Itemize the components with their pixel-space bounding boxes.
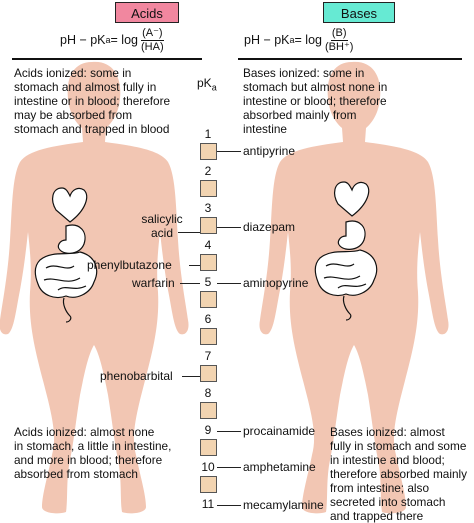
left-heart bbox=[52, 187, 88, 223]
bases-divider bbox=[238, 58, 462, 60]
acids-header: Acids bbox=[115, 2, 179, 23]
pka-tick-4: 4 bbox=[204, 238, 212, 252]
pka-tick-8: 8 bbox=[204, 386, 212, 400]
salicylic-acid-leader bbox=[178, 232, 200, 233]
acids-formula-fraction: (A⁻) (HA) bbox=[141, 27, 164, 54]
pka-box-5.5 bbox=[200, 291, 217, 308]
left-organs bbox=[34, 187, 98, 323]
amphetamine-leader bbox=[217, 467, 241, 468]
pka-tick-6: 6 bbox=[204, 312, 212, 326]
right-stomach bbox=[337, 220, 366, 250]
pka-box-10.5 bbox=[200, 476, 217, 493]
pka-tick-1: 1 bbox=[204, 127, 212, 141]
acids-formula-eq: = log bbox=[110, 33, 138, 47]
bases-formula-eq: = log bbox=[294, 33, 322, 47]
pka-tick-9: 9 bbox=[204, 423, 212, 437]
bases-formula-numerator: (B) bbox=[330, 26, 348, 41]
phenylbutazone-leader bbox=[189, 265, 200, 266]
drug-procainamide: procainamide bbox=[243, 424, 316, 438]
pka-box-6.5 bbox=[200, 328, 217, 345]
acids-formula-denominator: (HA) bbox=[141, 40, 164, 53]
acids-formula-numerator: (A⁻) bbox=[141, 26, 164, 41]
antipyrine-leader bbox=[217, 151, 241, 152]
pka-box-8.5 bbox=[200, 402, 217, 419]
pka-box-1.5 bbox=[200, 143, 217, 160]
bases-formula-sub: a bbox=[289, 35, 295, 45]
pka-tick-3: 3 bbox=[204, 201, 212, 215]
right-heart bbox=[334, 181, 370, 217]
drug-mecamylamine: mecamylamine bbox=[243, 498, 324, 512]
acids-formula-sub: a bbox=[105, 35, 111, 45]
procainamide-leader bbox=[217, 431, 241, 432]
pka-tick-7: 7 bbox=[204, 349, 212, 363]
warfarin-leader bbox=[180, 283, 200, 284]
mecamylamine-leader bbox=[217, 505, 241, 506]
bases-formula-prefix: pH − pK bbox=[244, 33, 290, 47]
pka-box-9.5 bbox=[200, 439, 217, 456]
phenobarbital-leader bbox=[182, 376, 200, 377]
pka-tick-10: 10 bbox=[201, 460, 215, 474]
pka-box-2.5 bbox=[200, 180, 217, 197]
pka-box-3.5 bbox=[200, 217, 217, 234]
pka-box-7.5 bbox=[200, 365, 217, 382]
bases-formula-denominator: (BH⁺) bbox=[325, 40, 354, 53]
right-organs bbox=[314, 181, 378, 321]
pka-tick-2: 2 bbox=[204, 164, 212, 178]
acids-bottom-description: Acids ionized: almost none in stomach, a… bbox=[14, 425, 172, 481]
left-small-intestine bbox=[34, 251, 98, 299]
pka-label-sub: a bbox=[211, 82, 217, 93]
right-small-intestine bbox=[314, 249, 378, 297]
drug-phenobarbital: phenobarbital bbox=[100, 369, 173, 383]
drug-diazepam: diazepam bbox=[243, 220, 296, 234]
drug-phenylbutazone: phenylbutazone bbox=[87, 258, 172, 272]
bases-bottom-description: Bases ionized: almost fully in stomach a… bbox=[330, 425, 468, 523]
bases-formula-fraction: (B) (BH⁺) bbox=[325, 27, 353, 54]
pka-label-main: pK bbox=[197, 76, 212, 90]
left-colon bbox=[62, 297, 72, 323]
drug-antipyrine: antipyrine bbox=[243, 144, 296, 158]
right-colon bbox=[342, 295, 352, 321]
diazepam-leader bbox=[217, 227, 241, 228]
left-body-silhouette bbox=[0, 61, 189, 514]
drug-amphetamine: amphetamine bbox=[243, 460, 316, 474]
bases-top-description: Bases ionized: some in stomach but almos… bbox=[243, 66, 388, 136]
pka-box-4.5 bbox=[200, 254, 217, 271]
drug-salicylic-acid: salicylic acid bbox=[141, 212, 183, 240]
acids-divider bbox=[12, 58, 202, 60]
drug-warfarin: warfarin bbox=[132, 276, 175, 290]
pka-tick-5: 5 bbox=[204, 275, 212, 289]
acids-top-description: Acids ionized: some in stomach and almos… bbox=[14, 66, 171, 136]
acids-formula-prefix: pH − pK bbox=[60, 33, 106, 47]
pka-scale-label: pKa bbox=[197, 76, 217, 92]
aminopyrine-leader bbox=[217, 283, 241, 284]
pka-tick-11: 11 bbox=[201, 497, 215, 511]
bases-header: Bases bbox=[323, 2, 395, 23]
drug-aminopyrine: aminopyrine bbox=[243, 276, 309, 290]
